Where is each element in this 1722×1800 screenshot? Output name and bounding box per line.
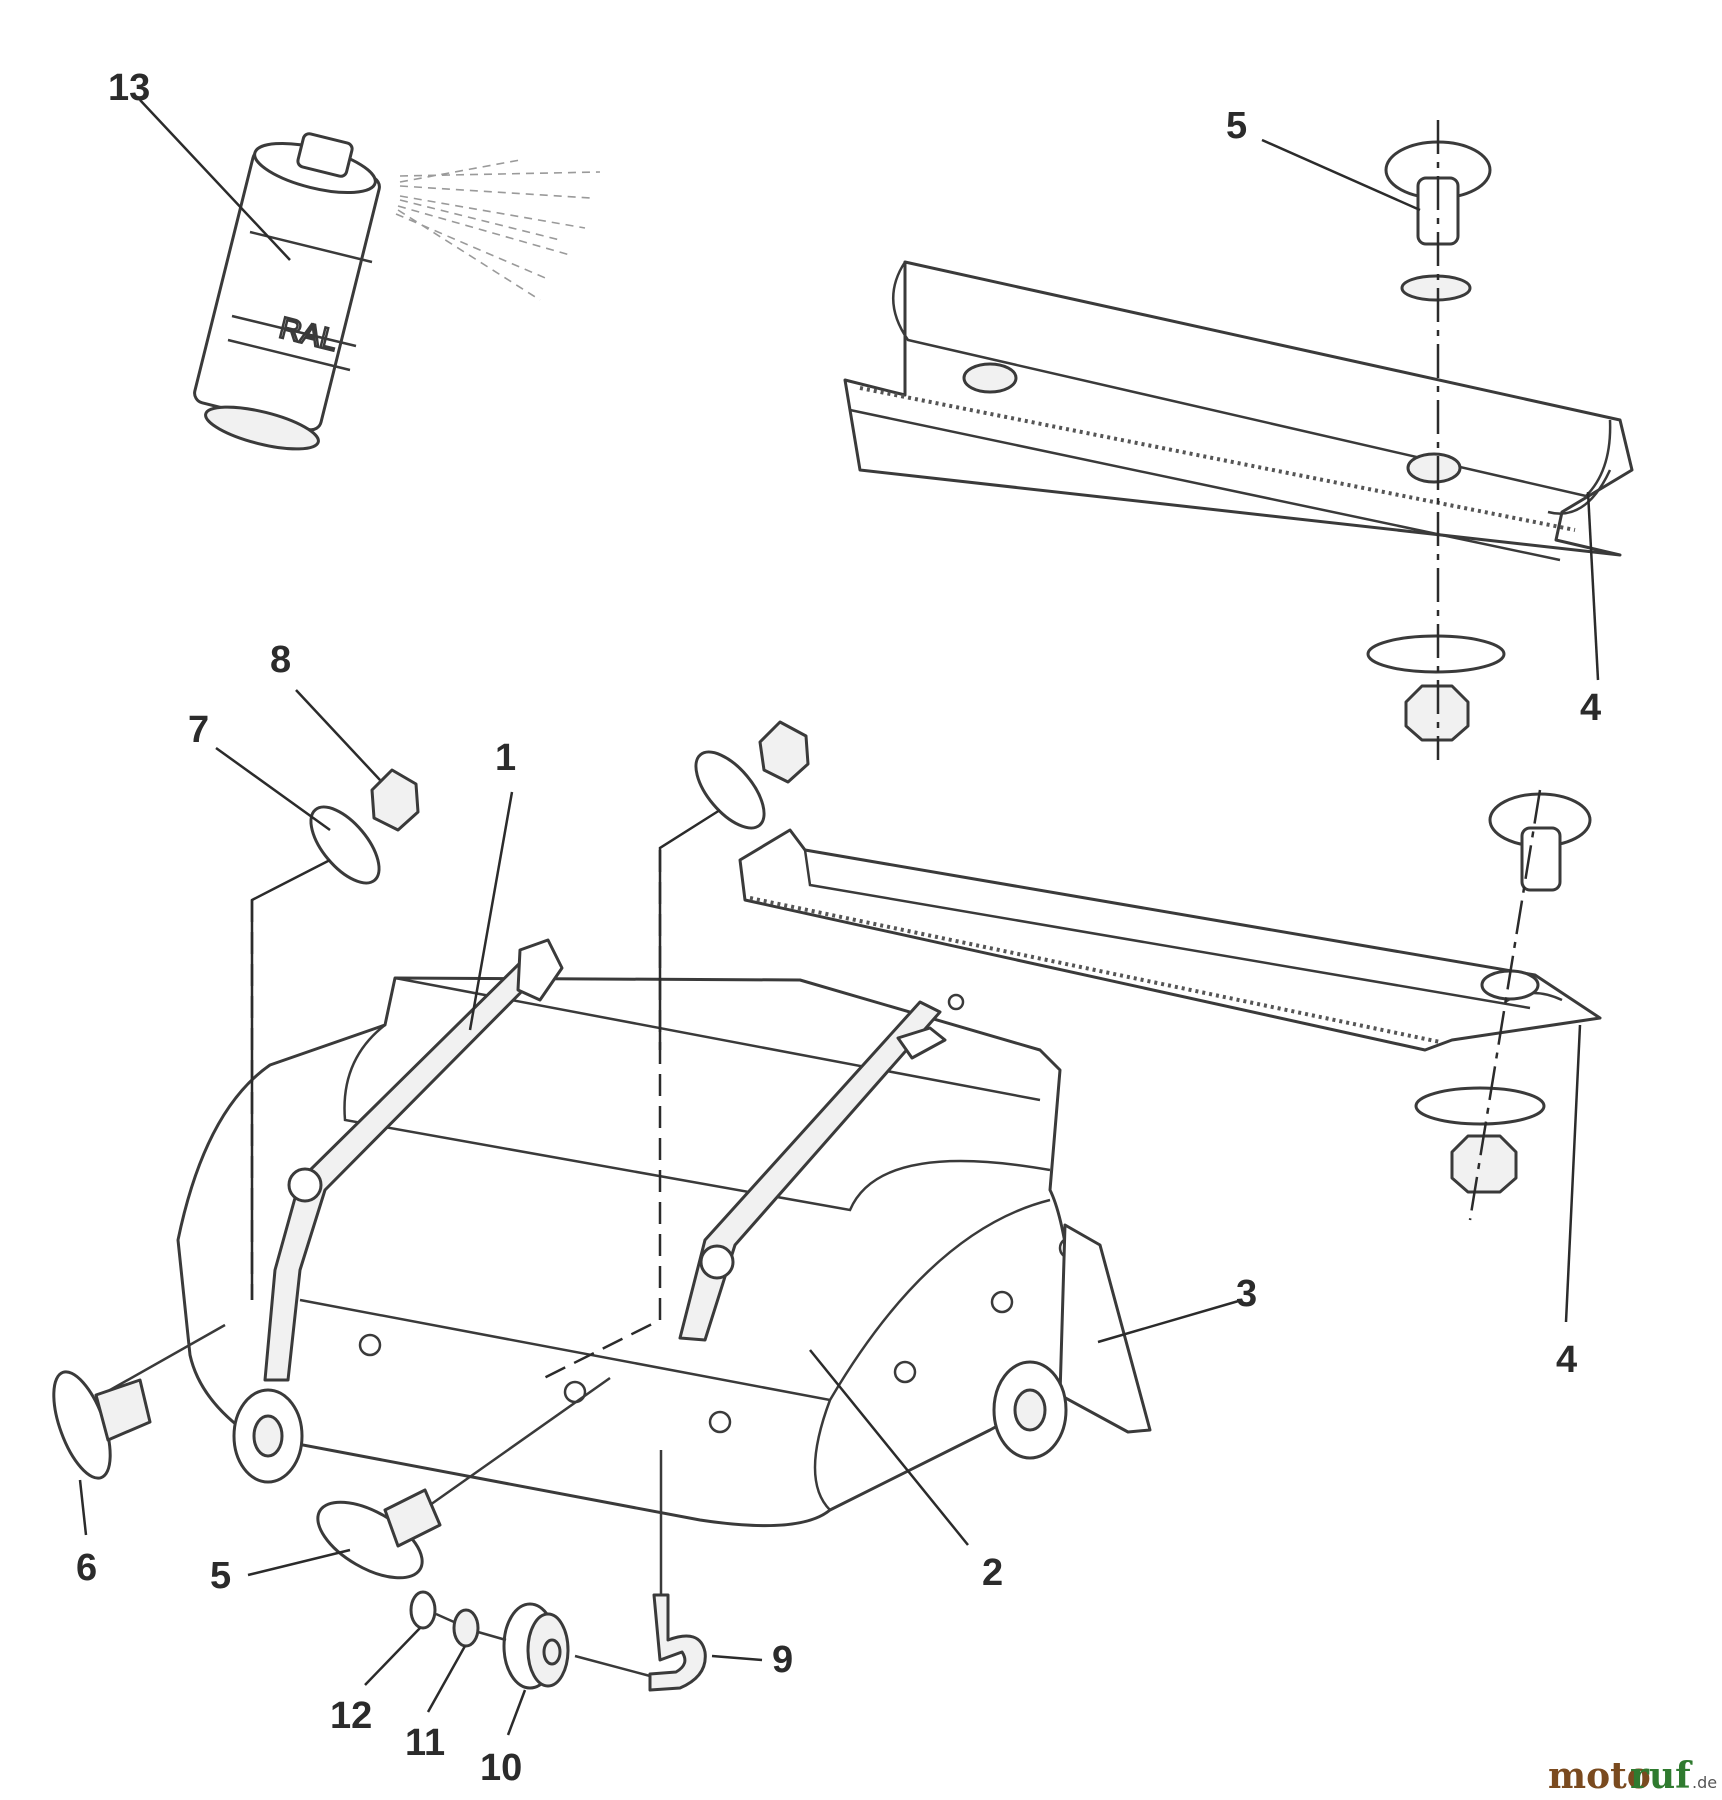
- callout-11: 11: [405, 1645, 467, 1764]
- rubber-flap: [1058, 1223, 1152, 1434]
- callout-6: 6: [76, 1479, 97, 1589]
- callout-10: 10: [480, 1689, 527, 1789]
- callout-1-number: 1: [495, 737, 516, 779]
- hopper-body: [176, 976, 1082, 1528]
- callout-9: 9: [711, 1639, 793, 1681]
- callout-9-number: 9: [772, 1639, 793, 1681]
- callout-7: 7: [188, 709, 331, 832]
- callout-13-number: 13: [108, 67, 150, 109]
- callout-5-upper: 5: [1226, 105, 1421, 212]
- callout-2-number: 2: [982, 1552, 1003, 1594]
- watermark-brand-part1: moto: [1548, 1755, 1651, 1797]
- callout-12-number: 12: [330, 1695, 372, 1737]
- push-rivet-lower: [316, 1376, 611, 1580]
- push-rivet-left: [52, 1323, 226, 1480]
- callout-5-upper-number: 5: [1226, 105, 1247, 147]
- callout-11-number: 11: [405, 1722, 445, 1764]
- wheel-left: [232, 1388, 304, 1484]
- callout-1: 1: [468, 737, 516, 1031]
- flap-strip-lower: [738, 828, 1602, 1052]
- flap-bracket-upper: [843, 260, 1634, 562]
- watermark-logo: moto ruf .de: [1548, 1755, 1717, 1797]
- callout-4-lower-number: 4: [1556, 1339, 1577, 1381]
- callout-12: 12: [330, 1627, 421, 1737]
- callout-5-lower: 5: [210, 1548, 351, 1597]
- callout-10-number: 10: [480, 1747, 522, 1789]
- callout-7-number: 7: [188, 709, 209, 751]
- callout-4-upper: 4: [1580, 491, 1601, 729]
- callout-8-number: 8: [270, 639, 291, 681]
- watermark-suffix: .de: [1692, 1773, 1717, 1792]
- callout-5-lower-number: 5: [210, 1555, 231, 1597]
- washer-and-nut-left: [309, 768, 420, 885]
- callout-4-upper-number: 4: [1580, 687, 1601, 729]
- callout-3-number: 3: [1236, 1273, 1257, 1315]
- washer-and-nut-right: [694, 720, 810, 830]
- callout-8: 8: [270, 639, 381, 781]
- wheel-right: [992, 1360, 1068, 1460]
- callout-4-lower: 4: [1556, 1024, 1582, 1381]
- callout-6-number: 6: [76, 1547, 97, 1589]
- callout-2: 2: [809, 1349, 1003, 1594]
- axle-wheel-set: [409, 1450, 707, 1692]
- callout-3: 3: [1097, 1273, 1257, 1344]
- carriage-bolt-lower: [1414, 789, 1592, 1221]
- callout-13: 13: [108, 67, 291, 261]
- handle-frame: [263, 938, 965, 1382]
- watermark-brand-part2: ruf: [1630, 1755, 1693, 1797]
- carriage-bolt-upper: [1366, 120, 1506, 760]
- spray-can: RAL: [193, 132, 601, 451]
